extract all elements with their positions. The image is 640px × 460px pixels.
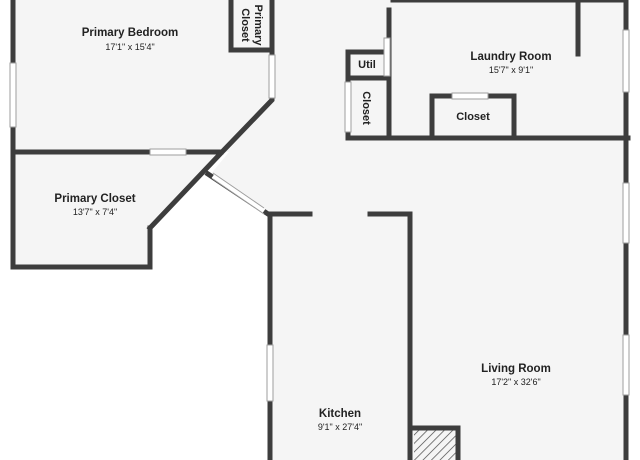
hall-closet-window xyxy=(344,81,352,133)
kitchen-floor xyxy=(270,215,410,460)
primary-closet-floor xyxy=(13,152,221,267)
laundry-room-name: Laundry Room xyxy=(470,51,551,63)
bedroom-window-right xyxy=(268,54,276,99)
primary-closet-dims: 13'7" x 7'4" xyxy=(73,207,117,217)
primary-closet-small-name-line2: Closet xyxy=(239,8,251,42)
windows xyxy=(9,29,630,402)
living-window-lower xyxy=(622,334,630,396)
util-window xyxy=(383,37,391,77)
living-window-upper xyxy=(622,182,630,244)
laundry-closet-window xyxy=(451,92,489,100)
laundry-window-right xyxy=(622,29,630,93)
living-room-dims: 17'2" x 32'6" xyxy=(491,377,540,387)
room-labels: Primary Bedroom 17'1" x 15'4" Primary Cl… xyxy=(54,5,551,432)
kitchen-name: Kitchen xyxy=(319,408,361,420)
living-room-name: Living Room xyxy=(481,363,551,375)
closet-window xyxy=(149,148,187,156)
util-name: Util xyxy=(358,59,376,71)
kitchen-dims: 9'1" x 27'4" xyxy=(318,422,362,432)
room-floors xyxy=(13,0,628,460)
chimney-block xyxy=(414,430,456,460)
primary-closet-small-name-line1: Primary xyxy=(252,5,264,47)
diagonal-door-opening xyxy=(211,173,266,214)
laundry-room-floor xyxy=(390,0,625,138)
living-floor xyxy=(410,138,628,460)
primary-closet-name: Primary Closet xyxy=(54,193,135,205)
kitchen-window xyxy=(266,344,274,402)
hall-closet-name: Closet xyxy=(360,91,372,125)
primary-bedroom-dims: 17'1" x 15'4" xyxy=(105,42,154,52)
primary-closet-small-floor xyxy=(231,0,271,50)
primary-bedroom-name: Primary Bedroom xyxy=(82,27,179,39)
laundry-room-dims: 15'7" x 9'1" xyxy=(489,65,533,75)
bedroom-window-left xyxy=(9,62,17,128)
laundry-closet-name: Closet xyxy=(456,111,490,123)
